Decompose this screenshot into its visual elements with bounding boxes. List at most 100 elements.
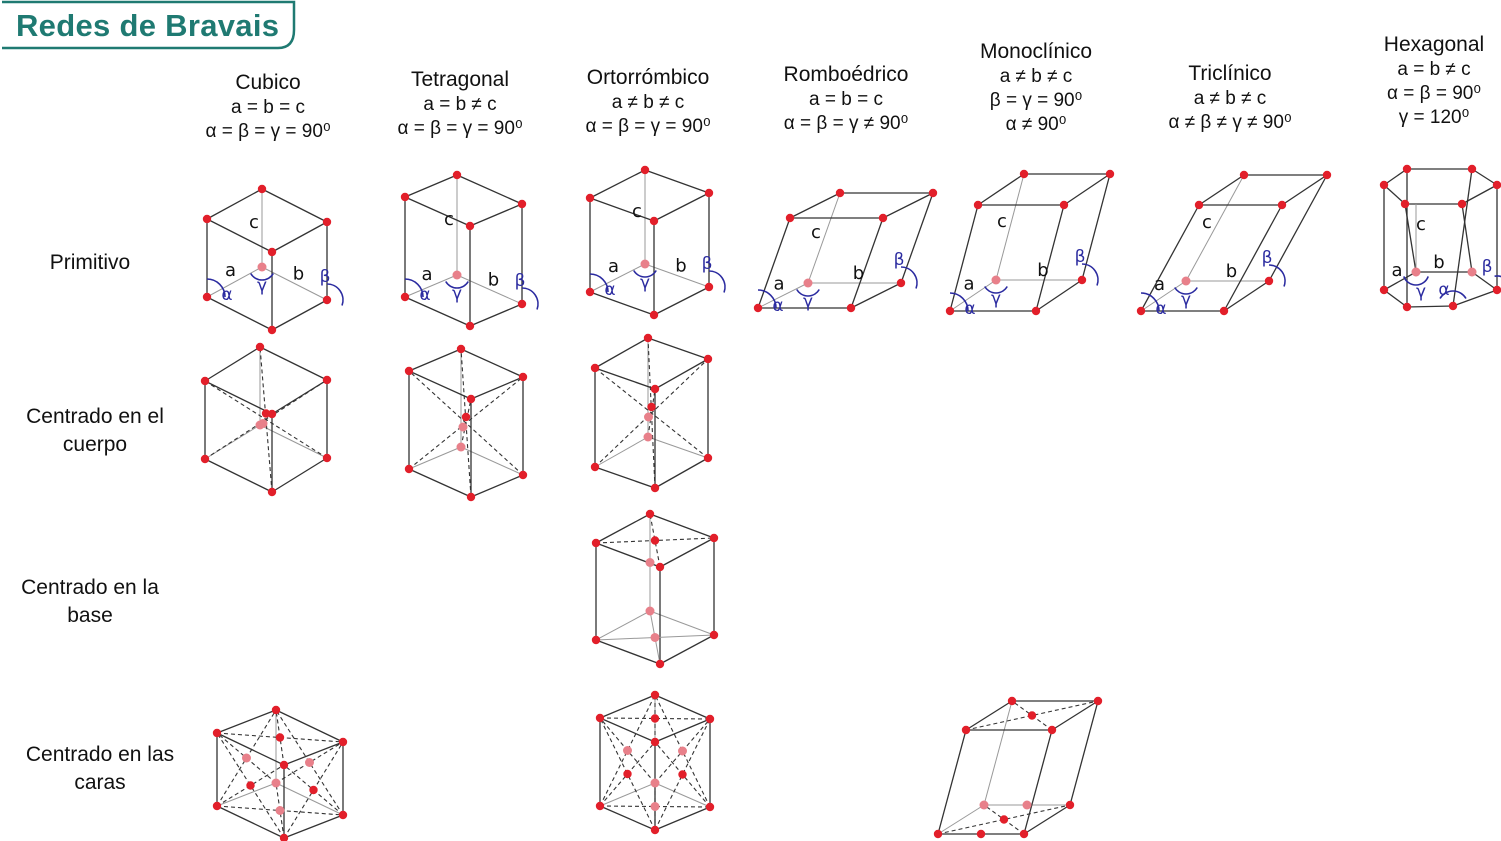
- lattice-edge: [807, 192, 841, 284]
- corner-atom: [650, 714, 660, 723]
- corner-atom: [643, 333, 653, 343]
- lattice-edge: [599, 717, 711, 720]
- lattice-edge: [1471, 168, 1498, 186]
- lattice-edge: [204, 380, 273, 415]
- axis-label-beta: β: [1482, 257, 1493, 277]
- corner-atom: [928, 188, 938, 198]
- inner-atom: [458, 422, 468, 432]
- column-header-triclinico: Triclínico a ≠ b ≠ c α ≠ β ≠ γ ≠ 90⁰: [1120, 61, 1340, 135]
- axis-label-c: c: [811, 222, 821, 243]
- column-header-ortorrombico: Ortorrómbico a ≠ b ≠ c α = β = γ = 90⁰: [538, 65, 758, 139]
- axis-label-beta: β: [702, 254, 713, 274]
- lattice-edge: [1198, 174, 1245, 206]
- corner-atom: [400, 192, 410, 202]
- corner-atom: [976, 829, 986, 839]
- lattice-edge: [965, 700, 1099, 731]
- axis-label-alpha: α: [1438, 280, 1449, 300]
- lattice-edge: [216, 764, 285, 807]
- corner-atom: [640, 165, 650, 175]
- inner-atom: [1181, 276, 1191, 286]
- lattice-edge: [594, 367, 709, 459]
- lattice-edge: [789, 192, 841, 219]
- lattice-edge: [204, 346, 261, 382]
- lattice-edge: [206, 218, 273, 253]
- lattice-edge: [937, 804, 985, 835]
- corner-atom: [973, 200, 983, 210]
- corner-atom: [709, 630, 719, 640]
- corner-atom: [933, 829, 943, 839]
- axis-label-b: b: [853, 263, 864, 284]
- lattice-edge: [595, 639, 661, 665]
- lattice-edge: [470, 376, 524, 400]
- lattice-edge: [206, 188, 263, 220]
- column-name: Hexagonal: [1383, 33, 1485, 56]
- lattice-edge: [595, 610, 651, 641]
- lattice-edge: [404, 296, 471, 327]
- corner-atom: [703, 354, 713, 364]
- corner-atom: [585, 193, 595, 203]
- column-condition: α = β = γ = 90⁰: [585, 116, 711, 137]
- corner-atom: [647, 402, 656, 412]
- lattice-edge: [1051, 700, 1099, 731]
- lattice-edge: [1035, 279, 1083, 312]
- lattice-edge: [456, 274, 523, 305]
- lattice-edge: [1383, 168, 1408, 186]
- corner-atom: [896, 278, 906, 288]
- lattice-edge: [659, 537, 715, 568]
- lattice-edge: [594, 436, 649, 468]
- column-condition: a = b ≠ c: [423, 94, 497, 115]
- axis-label-gamma: γ: [1181, 290, 1191, 310]
- corner-atom: [465, 321, 475, 331]
- corner-atom: [404, 464, 414, 474]
- lattice-edge: [949, 279, 997, 312]
- corner-atom: [1492, 180, 1501, 190]
- corner-atom: [1194, 200, 1204, 210]
- inner-atom: [271, 778, 281, 788]
- corner-atom: [404, 366, 414, 376]
- lattice-edge: [275, 709, 344, 743]
- lattice-edge: [404, 196, 471, 227]
- lattice-edge: [408, 446, 462, 470]
- row-label-centrado-cuerpo: Centrado en el cuerpo: [26, 405, 164, 456]
- corner-atom: [1047, 725, 1057, 735]
- corner-atom: [678, 770, 687, 779]
- lattice-edge: [937, 729, 967, 835]
- gamma-arc: [1403, 276, 1429, 286]
- inner-atom: [1411, 267, 1421, 277]
- inner-atom: [650, 778, 660, 788]
- corner-atom: [650, 483, 660, 493]
- beta-arc: [1268, 264, 1286, 287]
- title-tab-border: [2, 0, 296, 50]
- corner-atom: [267, 325, 277, 335]
- column-condition: α ≠ 90⁰: [1005, 114, 1067, 135]
- lattice-edge: [644, 169, 710, 194]
- inner-atom: [803, 278, 813, 288]
- gamma-arc: [1174, 287, 1198, 295]
- lattice-edge: [995, 173, 1025, 281]
- column-condition: α = β = 90⁰: [1387, 83, 1481, 104]
- corner-atom: [255, 342, 265, 352]
- cubic-body-centred: [200, 342, 332, 497]
- lattice-edge: [589, 197, 655, 222]
- axis-label-beta: β: [1075, 247, 1086, 267]
- gamma-arc: [796, 289, 820, 297]
- column-header-romboedrico: Romboédrico a = b = c α = β = γ ≠ 90⁰: [736, 62, 956, 136]
- lattice-edge: [206, 296, 273, 331]
- lattice-edge: [404, 274, 458, 298]
- corner-atom: [212, 801, 222, 811]
- axis-label-b: b: [1226, 261, 1237, 282]
- corner-atom: [338, 810, 348, 820]
- inner-atom: [644, 412, 653, 422]
- inner-atom: [257, 262, 267, 272]
- column-header-cubico: Cubico a = b = c α = β = γ = 90⁰: [158, 70, 378, 144]
- column-condition: a = b ≠ c: [1397, 59, 1471, 80]
- corner-atom: [1402, 302, 1412, 312]
- lattice-edge: [204, 380, 328, 459]
- axis-label-c: c: [249, 212, 259, 233]
- beta-arc: [1081, 263, 1099, 286]
- lattice-edge: [654, 806, 711, 831]
- inner-atom: [623, 746, 632, 755]
- lattice-edge: [408, 348, 462, 372]
- axis-label-c: c: [1416, 214, 1426, 235]
